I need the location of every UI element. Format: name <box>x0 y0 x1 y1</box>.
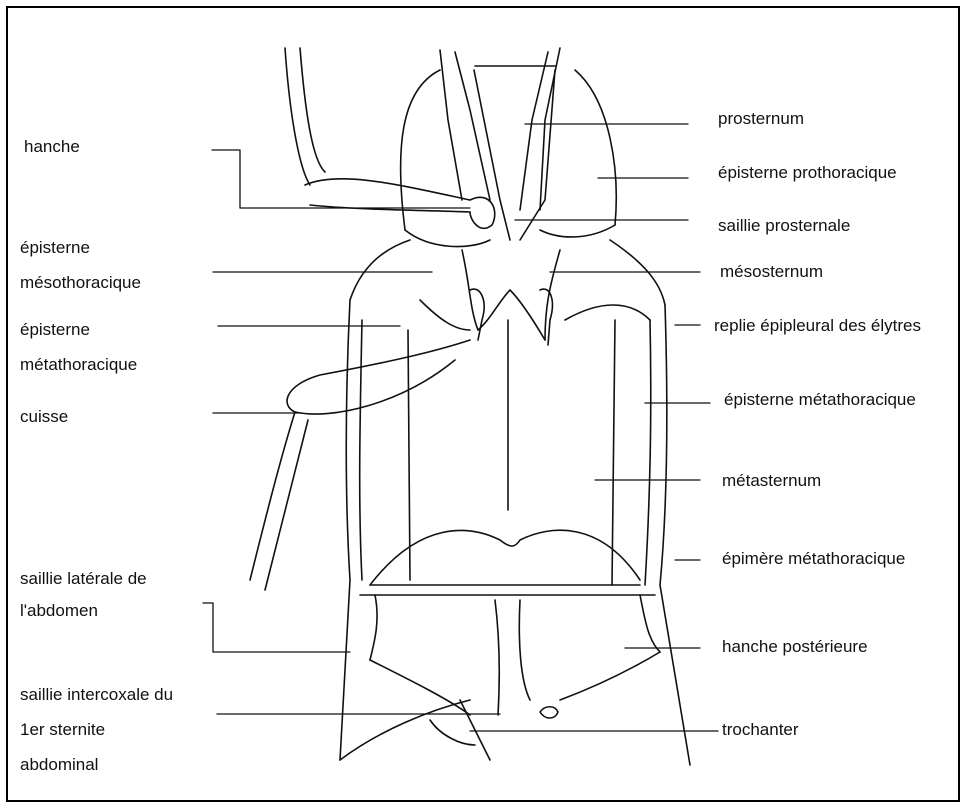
label-episterne-meta-line2: métathoracique <box>20 353 137 376</box>
label-cuisse: cuisse <box>20 404 68 429</box>
label-saillie-prosternale: saillie prosternale <box>718 213 850 238</box>
metathorax <box>340 300 690 765</box>
label-metasternum: métasternum <box>722 468 821 493</box>
label-episterne-meso-line2: mésothoracique <box>20 271 141 294</box>
abdomen <box>340 595 660 760</box>
label-saillie-intercoxale-line2: 1er sternite <box>20 718 105 741</box>
label-mesosternum: mésosternum <box>720 259 823 284</box>
label-saillie-laterale-line2: l'abdomen <box>20 599 98 622</box>
label-episterne-metathoracique: épisterne métathoracique <box>724 387 916 412</box>
front-leg <box>285 48 495 228</box>
leader-saillie-laterale <box>203 603 350 652</box>
label-saillie-intercoxale-line1: saillie intercoxale du <box>20 683 173 706</box>
prothorax-outline <box>401 48 617 247</box>
label-episterne-meta-line1: épisterne <box>20 318 90 341</box>
label-saillie-laterale-line1: saillie latérale de <box>20 567 147 590</box>
label-epimere-metathoracique: épimère métathoracique <box>722 546 905 571</box>
label-prosternum: prosternum <box>718 106 804 131</box>
label-episterne-meso-line1: épisterne <box>20 236 90 259</box>
label-saillie-intercoxale-line3: abdominal <box>20 753 98 776</box>
label-hanche: hanche <box>24 134 80 159</box>
label-trochanter: trochanter <box>722 717 799 742</box>
label-hanche-posterieure: hanche postérieure <box>722 634 868 659</box>
leader-lines-left <box>203 150 500 714</box>
label-episterne-prothoracique: épisterne prothoracique <box>718 160 897 185</box>
label-replie-epipleural: replie épipleural des élytres <box>714 313 921 338</box>
